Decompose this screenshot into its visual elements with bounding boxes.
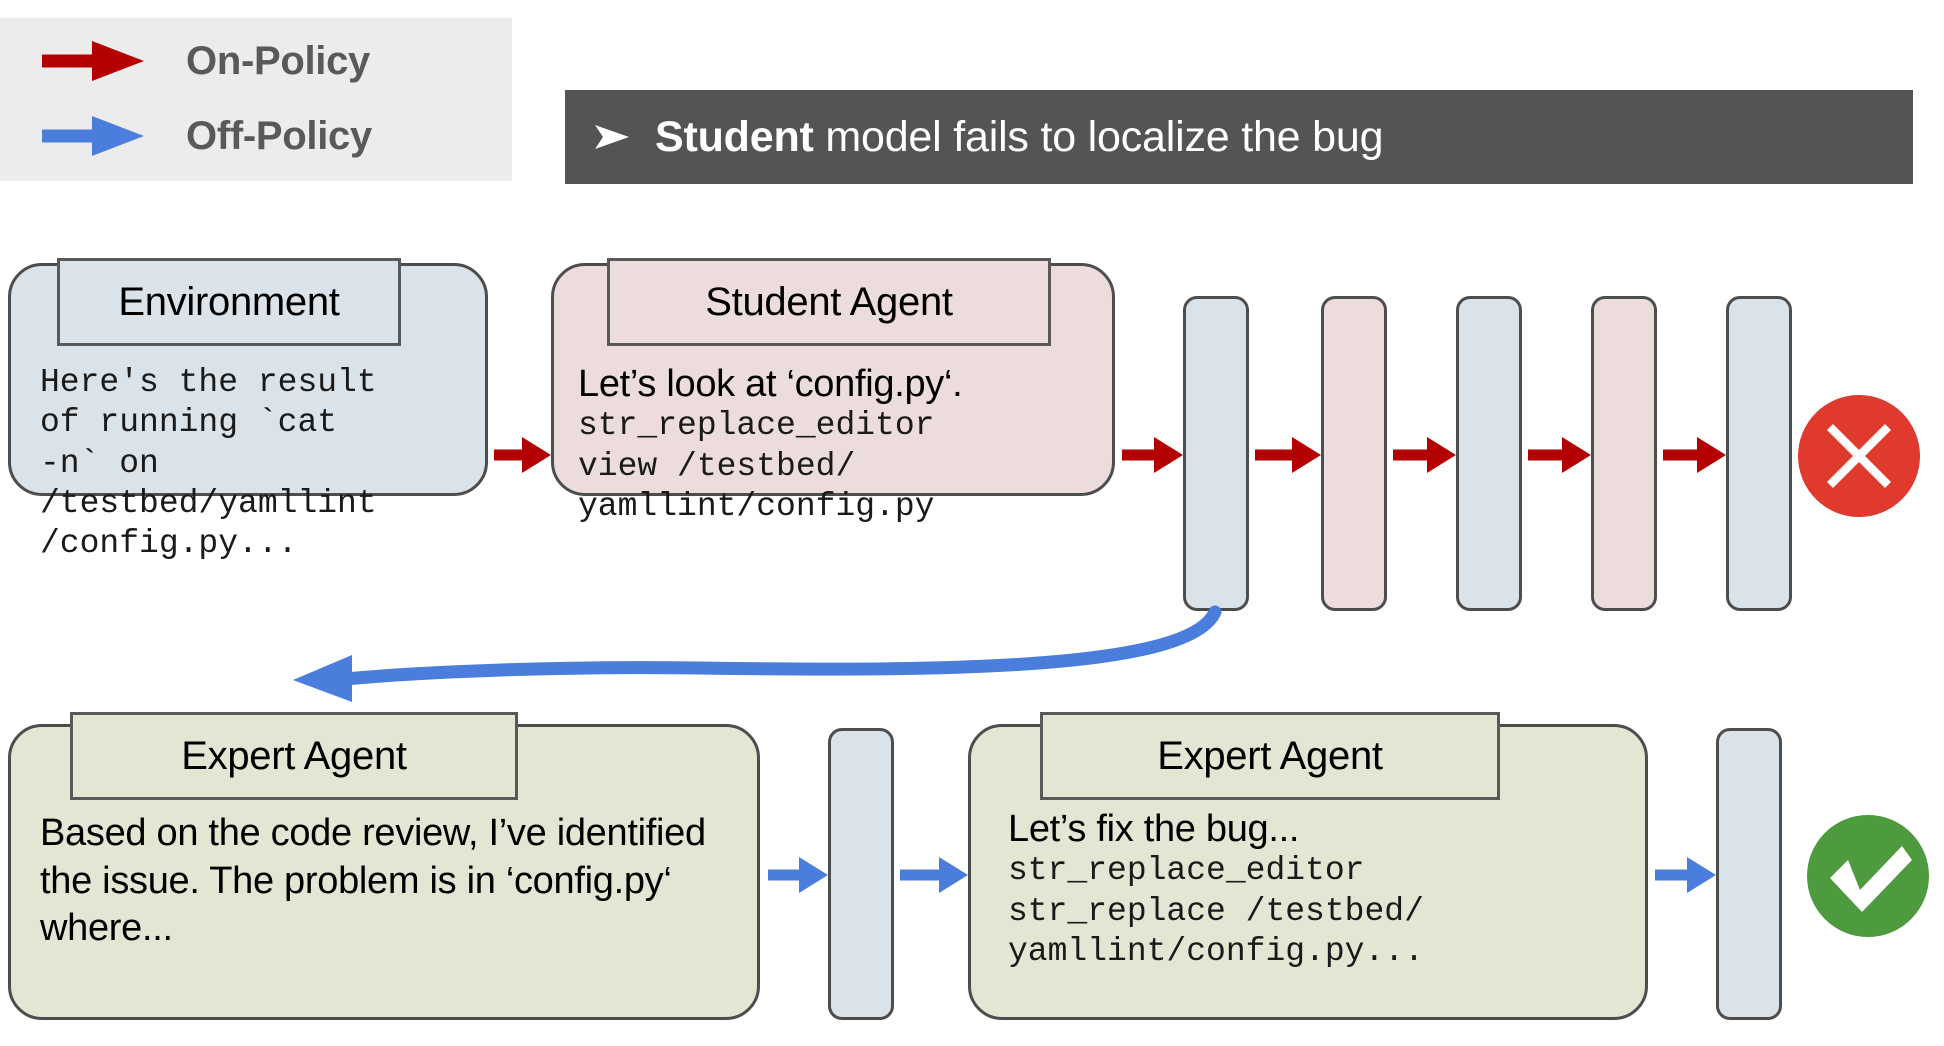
error-x-circle-icon — [1795, 392, 1923, 520]
banner-rest: model fails to localize the bug — [813, 112, 1384, 161]
top-step-bar-5 — [1726, 296, 1792, 611]
environment-title-label: Environment — [118, 279, 340, 324]
legend-item-off-policy: Off-Policy — [40, 106, 372, 166]
off-policy-feedback-arrow — [293, 605, 1222, 702]
success-check-circle-icon — [1804, 812, 1932, 940]
off-policy-arrow-expert2-to-bar — [1655, 857, 1716, 893]
right-arrow-icon — [42, 41, 144, 81]
top-step-bar-3 — [1456, 296, 1522, 611]
student-agent-node-body: Let’s look at ‘config.py‘. str_replace_e… — [578, 363, 1088, 525]
chevron-bullet-icon — [595, 125, 629, 149]
expert-agent-2-mono-text: str_replace_editor str_replace /testbed/… — [1008, 852, 1424, 970]
legend-panel: On-Policy Off-Policy — [0, 18, 512, 181]
top-step-bar-1 — [1183, 296, 1249, 611]
bottom-step-bar-2 — [1716, 728, 1782, 1020]
expert-agent-2-node-body: Let’s fix the bug... str_replace_editor … — [1008, 808, 1628, 998]
on-policy-arrow-bar4-to-bar5 — [1663, 437, 1726, 473]
top-step-bar-2 — [1321, 296, 1387, 611]
legend-item-on-policy: On-Policy — [40, 31, 370, 91]
right-arrow-icon — [42, 116, 144, 156]
expert-agent-1-node-body: Based on the code review, I’ve identifie… — [40, 810, 740, 1000]
banner-emphasis: Student — [655, 112, 814, 161]
top-step-bar-4 — [1591, 296, 1657, 611]
student-agent-lead-text: Let’s look at ‘config.py‘. — [578, 363, 963, 405]
student-agent-mono-text: str_replace_editor view /testbed/ yamlli… — [578, 407, 935, 525]
legend-label-off-policy: Off-Policy — [186, 113, 372, 158]
expert-agent-1-lead-text: Based on the code review, I’ve identifie… — [40, 812, 717, 949]
environment-node-title: Environment — [57, 258, 401, 346]
on-policy-arrow-student-to-bar1 — [1122, 437, 1183, 473]
off-policy-arrow-bar-to-expert2 — [900, 857, 968, 893]
expert-agent-2-title-label: Expert Agent — [1157, 733, 1383, 778]
banner-text: Student model fails to localize the bug — [655, 113, 1383, 162]
environment-node-body: Here's the result of running `cat -n` on… — [40, 363, 460, 562]
bottom-step-bar-1 — [828, 728, 894, 1020]
expert-agent-1-node-title: Expert Agent — [70, 712, 518, 800]
on-policy-arrow-bar3-to-bar4 — [1528, 437, 1591, 473]
on-policy-arrow-bar2-to-bar3 — [1393, 437, 1456, 473]
off-policy-arrow-expert1-to-bar — [768, 857, 828, 893]
expert-agent-1-title-label: Expert Agent — [181, 733, 407, 778]
environment-mono-text: Here's the result of running `cat -n` on… — [40, 364, 377, 562]
student-agent-title-label: Student Agent — [705, 279, 953, 324]
on-policy-arrow-env-to-student — [494, 437, 551, 473]
expert-agent-2-node-title: Expert Agent — [1040, 712, 1500, 800]
legend-label-on-policy: On-Policy — [186, 38, 370, 83]
student-agent-node-title: Student Agent — [607, 258, 1051, 346]
header-banner: Student model fails to localize the bug — [565, 90, 1913, 184]
expert-agent-2-lead-text: Let’s fix the bug... — [1008, 808, 1300, 850]
on-policy-arrow-bar1-to-bar2 — [1255, 437, 1321, 473]
